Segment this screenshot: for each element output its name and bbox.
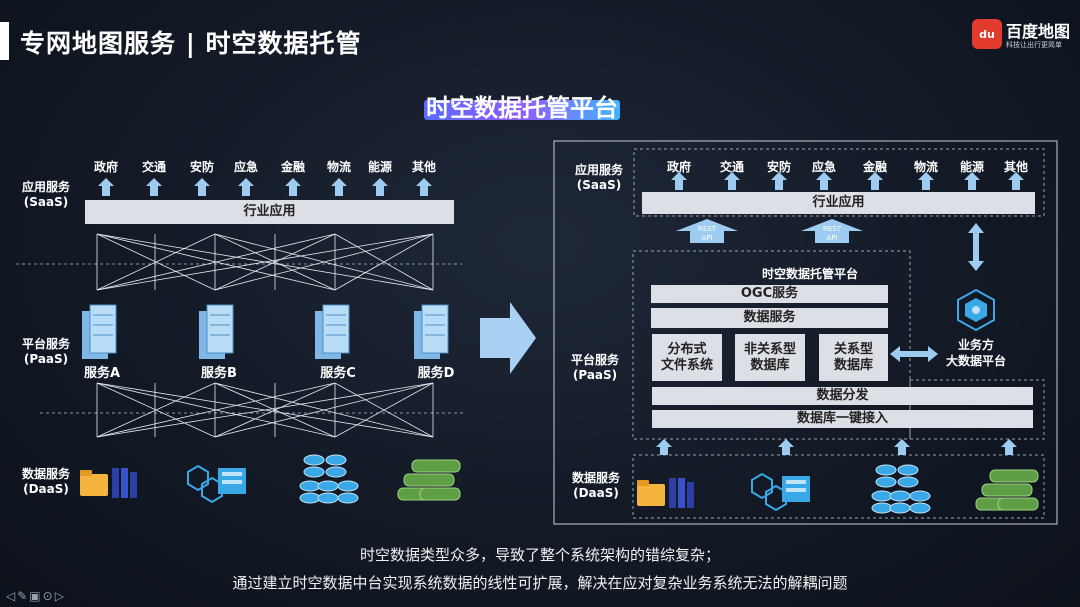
right-daas-frame [632, 454, 1045, 519]
right-industry-logistics: 物流 [913, 160, 938, 174]
right-platform-frame [632, 250, 911, 440]
data-distribution-bar: 数据分发 [652, 387, 1033, 405]
store-rdb-box: 关系型数据库 [819, 334, 888, 381]
ogc-service-bar: OGC服务 [651, 285, 888, 303]
transition-arrow-icon [480, 302, 536, 374]
service-c-label: 服务C [320, 366, 356, 381]
green-storage-icon [397, 459, 461, 501]
left-lower-mesh [96, 382, 434, 438]
left-upper-mesh [96, 233, 434, 291]
right-paas-label: 平台服务(PaaS) [570, 353, 619, 382]
left-industry-energy: 能源 [367, 160, 392, 174]
baidu-map-logo-icon: du [972, 19, 1002, 49]
logo-name: 百度地图 [1006, 22, 1071, 41]
right-industry-emergency: 应急 [811, 160, 836, 174]
data-service-bar: 数据服务 [651, 308, 888, 328]
pen-icon[interactable]: ✎ [17, 589, 30, 603]
right-database-stack-icon [871, 464, 931, 514]
right-industry-arrows [671, 172, 1024, 190]
left-industry-logistics: 物流 [326, 160, 351, 174]
rest-api-arrow-right [795, 219, 869, 243]
server-icon-a [82, 304, 117, 359]
service-d-label: 服务D [417, 366, 455, 381]
right-green-storage-icon [975, 469, 1039, 511]
platform-title: 时空数据托管平台 [761, 267, 858, 281]
rest-api-arrow-left [670, 219, 744, 243]
prev-slide-icon[interactable]: ◁ [6, 589, 18, 603]
right-daas-label: 数据服务(DaaS) [571, 471, 620, 500]
partner-horizontal-double-arrow [890, 346, 938, 362]
right-industry-other: 其他 [1003, 160, 1028, 174]
right-platform-ext-frame [909, 379, 1045, 440]
service-b-label: 服务B [201, 366, 237, 381]
left-saas-label: 应用服务(SaaS) [21, 180, 70, 209]
server-icon-b [199, 304, 234, 359]
main-title: 时空数据托管平台 [426, 94, 618, 122]
header-accent-bar [0, 22, 9, 60]
right-folder-binders-icon [637, 478, 694, 508]
store-nosql-box: 非关系型数据库 [735, 334, 805, 381]
logo-slogan: 科技让出行更简单 [1006, 41, 1062, 49]
footer-line-1: 时空数据类型众多，导致了整个系统架构的错综复杂； [359, 546, 720, 564]
server-icon-c [315, 304, 350, 359]
left-industry-security: 安防 [189, 160, 214, 174]
left-industry-gov: 政府 [93, 160, 118, 174]
left-industry-app-bar: 行业应用 [85, 200, 454, 224]
left-industry-other: 其他 [411, 160, 436, 174]
right-saas-label: 应用服务(SaaS) [574, 163, 623, 192]
right-industry-energy: 能源 [959, 160, 984, 174]
left-industry-emergency: 应急 [233, 160, 258, 174]
left-industry-transport: 交通 [141, 160, 166, 174]
right-hex-network-icon [751, 472, 810, 512]
right-industry-finance: 金融 [862, 160, 887, 174]
left-daas-label: 数据服务(DaaS) [21, 467, 70, 496]
server-icon-d [414, 304, 449, 359]
more-options-icon[interactable]: ⊙ [42, 589, 55, 603]
hex-network-icon [187, 464, 246, 504]
left-data-icons [80, 454, 461, 504]
slides-grid-icon[interactable]: ▣ [29, 589, 43, 603]
right-outer-frame [553, 140, 1058, 525]
footer-line-2: 通过建立时空数据中台实现系统数据的线性可扩展，解决在应对复杂业务系统无法的解耦问… [232, 574, 848, 592]
store-dfs-box: 分布式文件系统 [652, 334, 722, 381]
partner-platform-icon [957, 288, 995, 332]
database-stack-icon [299, 454, 359, 504]
service-a-label: 服务A [83, 366, 121, 381]
next-slide-icon[interactable]: ▷ [54, 589, 66, 603]
one-click-access-bar: 数据库一键接入 [652, 410, 1033, 428]
left-industry-finance: 金融 [280, 160, 305, 174]
right-industry-gov: 政府 [666, 160, 691, 174]
page-title: 专网地图服务 | 时空数据托管 [20, 29, 362, 58]
right-industry-transport: 交通 [719, 160, 744, 174]
right-industry-app-bar: 行业应用 [642, 192, 1035, 214]
left-industry-arrows [98, 178, 432, 196]
right-daas-arrows [656, 439, 1017, 455]
left-server-icons [82, 304, 449, 359]
folder-binders-icon [80, 468, 137, 498]
slideshow-controls[interactable]: ◁✎▣⊙▷ [6, 589, 66, 603]
right-data-icons [637, 464, 1039, 514]
right-saas-frame [633, 148, 1045, 217]
right-industry-security: 安防 [766, 160, 791, 174]
partner-vertical-double-arrow [968, 223, 984, 271]
main-title-highlight [424, 100, 620, 120]
left-paas-label: 平台服务(PaaS) [21, 337, 70, 366]
partner-bigdata-label: 业务方大数据平台 [945, 338, 1006, 368]
